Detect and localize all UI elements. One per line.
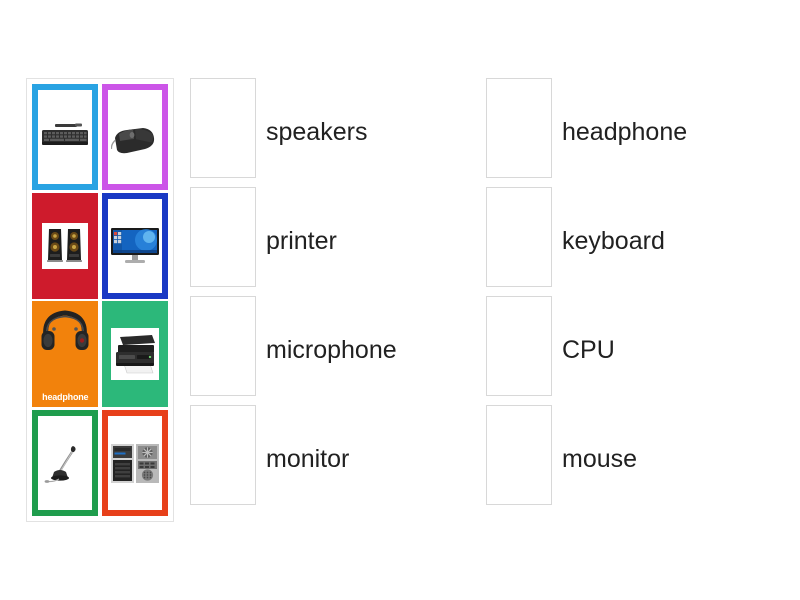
image-card-panel: headphone (26, 78, 174, 522)
drop-zone-microphone[interactable] (190, 296, 256, 396)
answer-label-keyboard: keyboard (562, 227, 665, 255)
drop-zone-monitor[interactable] (190, 405, 256, 505)
image-card-microphone[interactable] (32, 410, 99, 517)
image-card-monitor[interactable] (101, 192, 168, 299)
answer-column-left: speakers printer microphone monitor (190, 78, 490, 514)
image-card-mouse[interactable] (101, 83, 168, 190)
cpu-tower-icon (108, 416, 162, 510)
drop-zone-cpu[interactable] (486, 296, 552, 396)
image-card-headphone[interactable]: headphone (32, 301, 99, 408)
headphone-icon (32, 301, 98, 407)
answer-label-speakers: speakers (266, 118, 368, 146)
drop-zone-mouse[interactable] (486, 405, 552, 505)
answer-label-microphone: microphone (266, 336, 397, 364)
answer-row: headphone (486, 78, 786, 187)
drop-zone-speakers[interactable] (190, 78, 256, 178)
drop-zone-printer[interactable] (190, 187, 256, 287)
image-card-cpu[interactable] (101, 410, 168, 517)
keyboard-icon (38, 90, 92, 184)
answer-row: CPU (486, 296, 786, 405)
answer-row: speakers (190, 78, 490, 187)
answer-row: mouse (486, 405, 786, 514)
answer-row: keyboard (486, 187, 786, 296)
image-card-printer[interactable] (101, 301, 168, 408)
card-caption: headphone (42, 392, 89, 403)
answer-label-monitor: monitor (266, 445, 350, 473)
drop-zone-keyboard[interactable] (486, 187, 552, 287)
monitor-icon (108, 199, 162, 293)
answer-label-cpu: CPU (562, 336, 615, 364)
microphone-icon (38, 416, 92, 510)
answer-row: microphone (190, 296, 490, 405)
answer-label-mouse: mouse (562, 445, 638, 473)
drop-zone-headphone[interactable] (486, 78, 552, 178)
image-card-speakers[interactable] (32, 192, 99, 299)
mouse-icon (108, 90, 162, 184)
answer-row: printer (190, 187, 490, 296)
answer-column-right: headphone keyboard CPU mouse (486, 78, 786, 514)
printer-icon (110, 328, 159, 381)
answer-label-printer: printer (266, 227, 337, 255)
answer-label-headphone: headphone (562, 118, 688, 146)
image-card-keyboard[interactable] (32, 83, 99, 190)
answer-row: monitor (190, 405, 490, 514)
speakers-icon (42, 222, 89, 269)
